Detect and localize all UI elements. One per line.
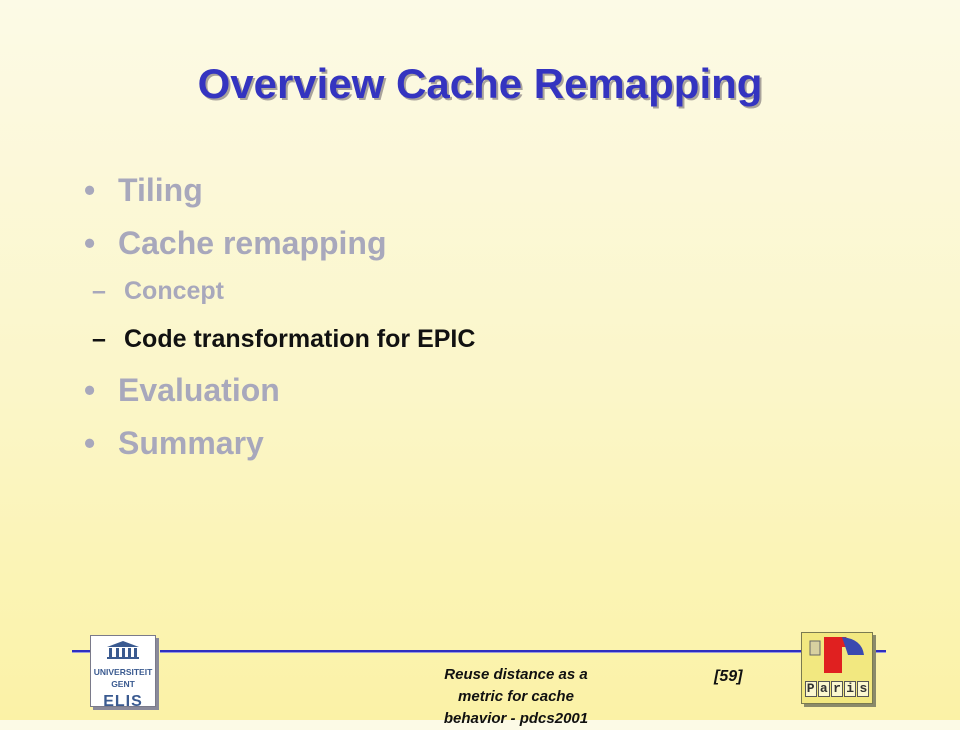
ugent-logo-line2: GENT bbox=[111, 679, 135, 689]
paris-letter: i bbox=[844, 681, 857, 697]
ugent-logo-elis: ELIS bbox=[103, 693, 143, 710]
bullet-dot-icon: • bbox=[84, 225, 96, 261]
bullet-label: Evaluation bbox=[118, 372, 280, 408]
paris-emblem-icon bbox=[809, 637, 864, 673]
paris-letter: P bbox=[804, 681, 817, 697]
bullet-dot-icon: • bbox=[84, 372, 96, 408]
sub-bullet-item: – Concept bbox=[42, 276, 475, 306]
bullet-item: • Cache remapping bbox=[80, 225, 475, 261]
sub-bullet-label: Concept bbox=[124, 277, 224, 305]
sub-bullet-label: Code transformation for EPIC bbox=[124, 325, 476, 353]
bullet-dot-icon: • bbox=[84, 425, 96, 461]
bullet-dot-icon: • bbox=[84, 172, 96, 208]
bullet-list: • Tiling • Cache remapping – Concept – C… bbox=[80, 172, 475, 478]
paris-logo: P a r i s bbox=[801, 632, 873, 704]
paris-letter: s bbox=[857, 681, 870, 697]
footer-line: behavior - pdcs2001 bbox=[443, 710, 589, 727]
building-icon bbox=[107, 641, 139, 659]
ugent-logo: UNIVERSITEIT GENT ELIS bbox=[90, 635, 156, 710]
paris-letters: P a r i s bbox=[804, 681, 870, 697]
paris-letter: a bbox=[817, 681, 830, 697]
footer-line: Reuse distance as a bbox=[444, 666, 588, 683]
footer-rule-middle bbox=[160, 650, 802, 653]
bullet-label: Summary bbox=[118, 425, 264, 461]
page-number: [59] bbox=[714, 668, 743, 685]
bullet-item: • Evaluation bbox=[80, 372, 475, 408]
slide-title: Overview Cache Remapping bbox=[197, 60, 763, 107]
sub-bullet-group: – Concept – Code transformation for EPIC bbox=[42, 276, 475, 354]
footer-text: Reuse distance as a metric for cache beh… bbox=[398, 664, 634, 730]
bullet-label: Tiling bbox=[118, 172, 203, 208]
bullet-label: Cache remapping bbox=[118, 225, 387, 261]
bullet-item: • Summary bbox=[80, 425, 475, 461]
bullet-item: • Tiling bbox=[80, 172, 475, 208]
footer-line: metric for cache bbox=[458, 688, 574, 705]
paris-letter: r bbox=[831, 681, 843, 697]
dash-icon: – bbox=[92, 277, 106, 305]
footer-rule-right bbox=[876, 650, 886, 653]
sub-bullet-item-active: – Code transformation for EPIC bbox=[42, 324, 475, 354]
footer-rule-left bbox=[72, 650, 92, 653]
dash-icon: – bbox=[92, 325, 106, 353]
ugent-logo-line1: UNIVERSITEIT bbox=[93, 667, 153, 677]
